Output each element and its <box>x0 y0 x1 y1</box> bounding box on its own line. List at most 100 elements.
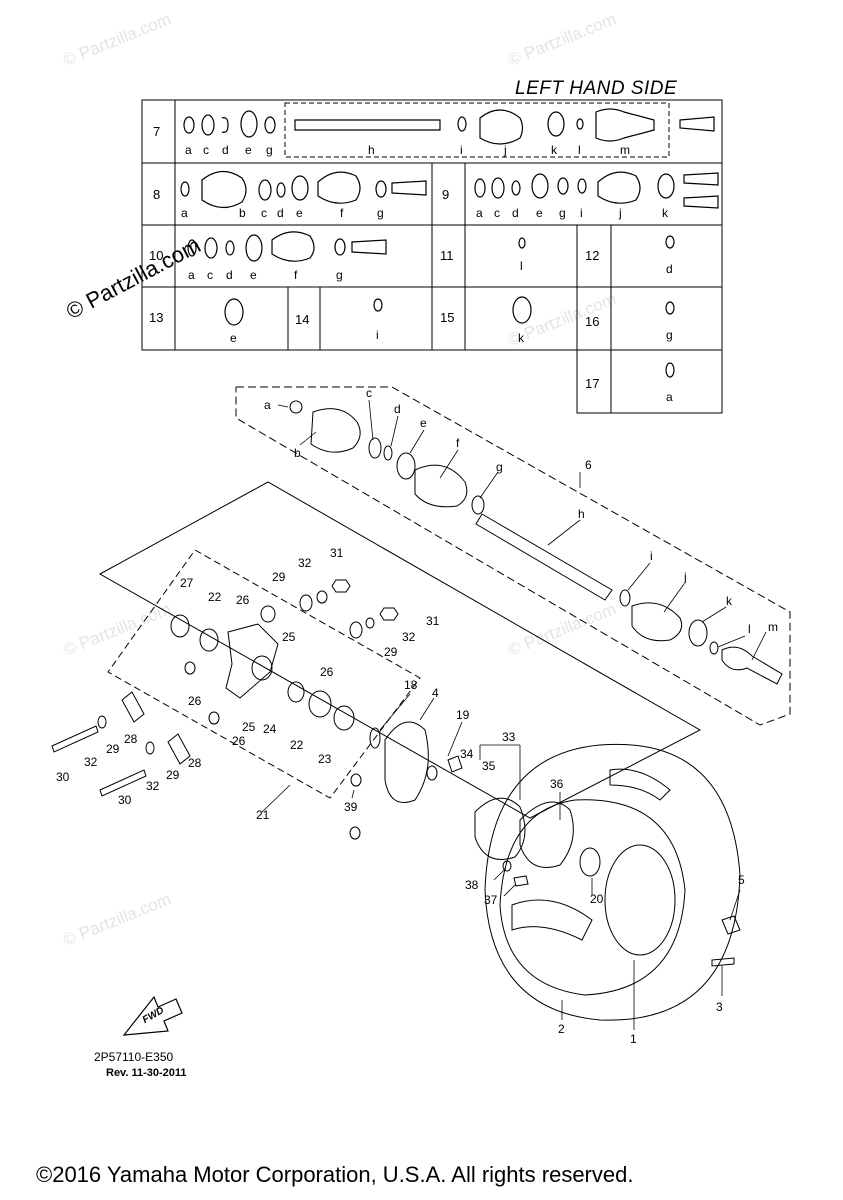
kit-letter: i <box>460 143 463 157</box>
kit-letter: c <box>494 206 500 220</box>
kit-letter: g <box>559 206 566 220</box>
kit-letter: d <box>512 206 519 220</box>
callout-32: 32 <box>402 630 416 644</box>
shaft-letter: k <box>726 594 732 608</box>
kit-letter: g <box>336 268 343 282</box>
callout-32: 32 <box>84 755 98 769</box>
callout-18: 18 <box>404 678 418 692</box>
kit-letter: f <box>294 268 298 282</box>
callout-29: 29 <box>166 768 180 782</box>
diagram-code: 2P57110-E350 <box>94 1050 174 1064</box>
kit-letter: e <box>230 331 237 345</box>
kit-letter: g <box>666 328 673 342</box>
callout-1: 1 <box>630 1032 637 1046</box>
callout-31: 31 <box>330 546 344 560</box>
callout-28: 28 <box>124 732 138 746</box>
kit-row-number: 8 <box>153 187 161 202</box>
kit-letter: k <box>551 143 557 157</box>
callout-27: 27 <box>180 576 194 590</box>
callout-20: 20 <box>590 892 604 906</box>
kit-letter: l <box>578 143 581 157</box>
kit-letter: l <box>520 259 523 273</box>
kit-letter: c <box>207 268 213 282</box>
kit-letter: g <box>377 206 384 220</box>
shaft-letter: i <box>650 549 653 563</box>
callout-26: 26 <box>320 665 334 679</box>
kit-row-number: 11 <box>440 248 454 263</box>
callout-30: 30 <box>118 793 132 807</box>
callout-36: 36 <box>550 777 564 791</box>
callout-39: 39 <box>344 800 358 814</box>
callout-29: 29 <box>272 570 286 584</box>
kit-letter: k <box>662 206 668 220</box>
kit-row-number: 17 <box>585 376 600 391</box>
kit-letter: a <box>666 390 673 404</box>
shaft-letter: m <box>768 620 778 634</box>
kit-letter: e <box>536 206 543 220</box>
kit-row-number: 10 <box>149 248 164 263</box>
callout-29: 29 <box>384 645 398 659</box>
kit-row-number: 12 <box>585 248 600 263</box>
callout-29: 29 <box>106 742 120 756</box>
callout-6: 6 <box>585 458 592 472</box>
callout-19: 19 <box>456 708 470 722</box>
kit-letter: e <box>250 268 257 282</box>
kit-row-number: 16 <box>585 314 600 329</box>
callout-4: 4 <box>432 686 439 700</box>
kit-letter: h <box>368 143 375 157</box>
kit-letter: a <box>476 206 483 220</box>
callout-30: 30 <box>56 770 70 784</box>
kit-letter: a <box>181 206 188 220</box>
callout-3: 3 <box>716 1000 723 1014</box>
callout-38: 38 <box>465 878 479 892</box>
callout-34: 34 <box>460 747 474 761</box>
kit-letter: d <box>222 143 229 157</box>
kit-row-number: 9 <box>442 187 450 202</box>
kit-letter: i <box>580 206 583 220</box>
callout-21: 21 <box>256 808 270 822</box>
kit-letter: k <box>518 331 524 345</box>
kit-letter: j <box>504 143 507 157</box>
shaft-letter: f <box>456 436 460 450</box>
kit-letter: f <box>340 206 344 220</box>
callout-37: 37 <box>484 893 498 907</box>
shaft-letter: c <box>366 386 372 400</box>
callout-23: 23 <box>318 752 332 766</box>
kit-row-number: 15 <box>440 310 455 325</box>
kit-letter: c <box>203 143 209 157</box>
callout-24: 24 <box>263 722 277 736</box>
callout-26: 26 <box>236 593 250 607</box>
kit-row-number: 7 <box>153 124 161 139</box>
kit-letter: d <box>226 268 233 282</box>
callout-32: 32 <box>298 556 312 570</box>
fwd-arrow-icon <box>122 995 183 1036</box>
kit-row-number: 13 <box>149 310 164 325</box>
kit-letter: d <box>666 262 673 276</box>
callout-5: 5 <box>738 873 745 887</box>
shaft-letter: g <box>496 460 503 474</box>
copyright-notice: ©2016 Yamaha Motor Corporation, U.S.A. A… <box>36 1162 634 1187</box>
shaft-letter: d <box>394 402 401 416</box>
kit-letter: i <box>376 328 379 342</box>
shaft-letter: h <box>578 507 585 521</box>
callout-26: 26 <box>188 694 202 708</box>
shaft-letter: b <box>294 446 301 460</box>
kit-letter: g <box>266 143 273 157</box>
callout-31: 31 <box>426 614 440 628</box>
callout-2: 2 <box>558 1022 565 1036</box>
shaft-letter: e <box>420 416 427 430</box>
callout-22: 22 <box>290 738 304 752</box>
shaft-letter: a <box>264 398 271 412</box>
callout-25: 25 <box>282 630 296 644</box>
kit-letter: j <box>619 206 622 220</box>
kit-letter: c <box>261 206 267 220</box>
kit-letter: e <box>296 206 303 220</box>
side-label: LEFT HAND SIDE <box>515 78 678 99</box>
revision-date: Rev. 11-30-2011 <box>106 1067 187 1079</box>
kit-letter: e <box>245 143 252 157</box>
kit-letter: m <box>620 143 630 157</box>
callout-26: 26 <box>232 734 246 748</box>
callout-33: 33 <box>502 730 516 744</box>
